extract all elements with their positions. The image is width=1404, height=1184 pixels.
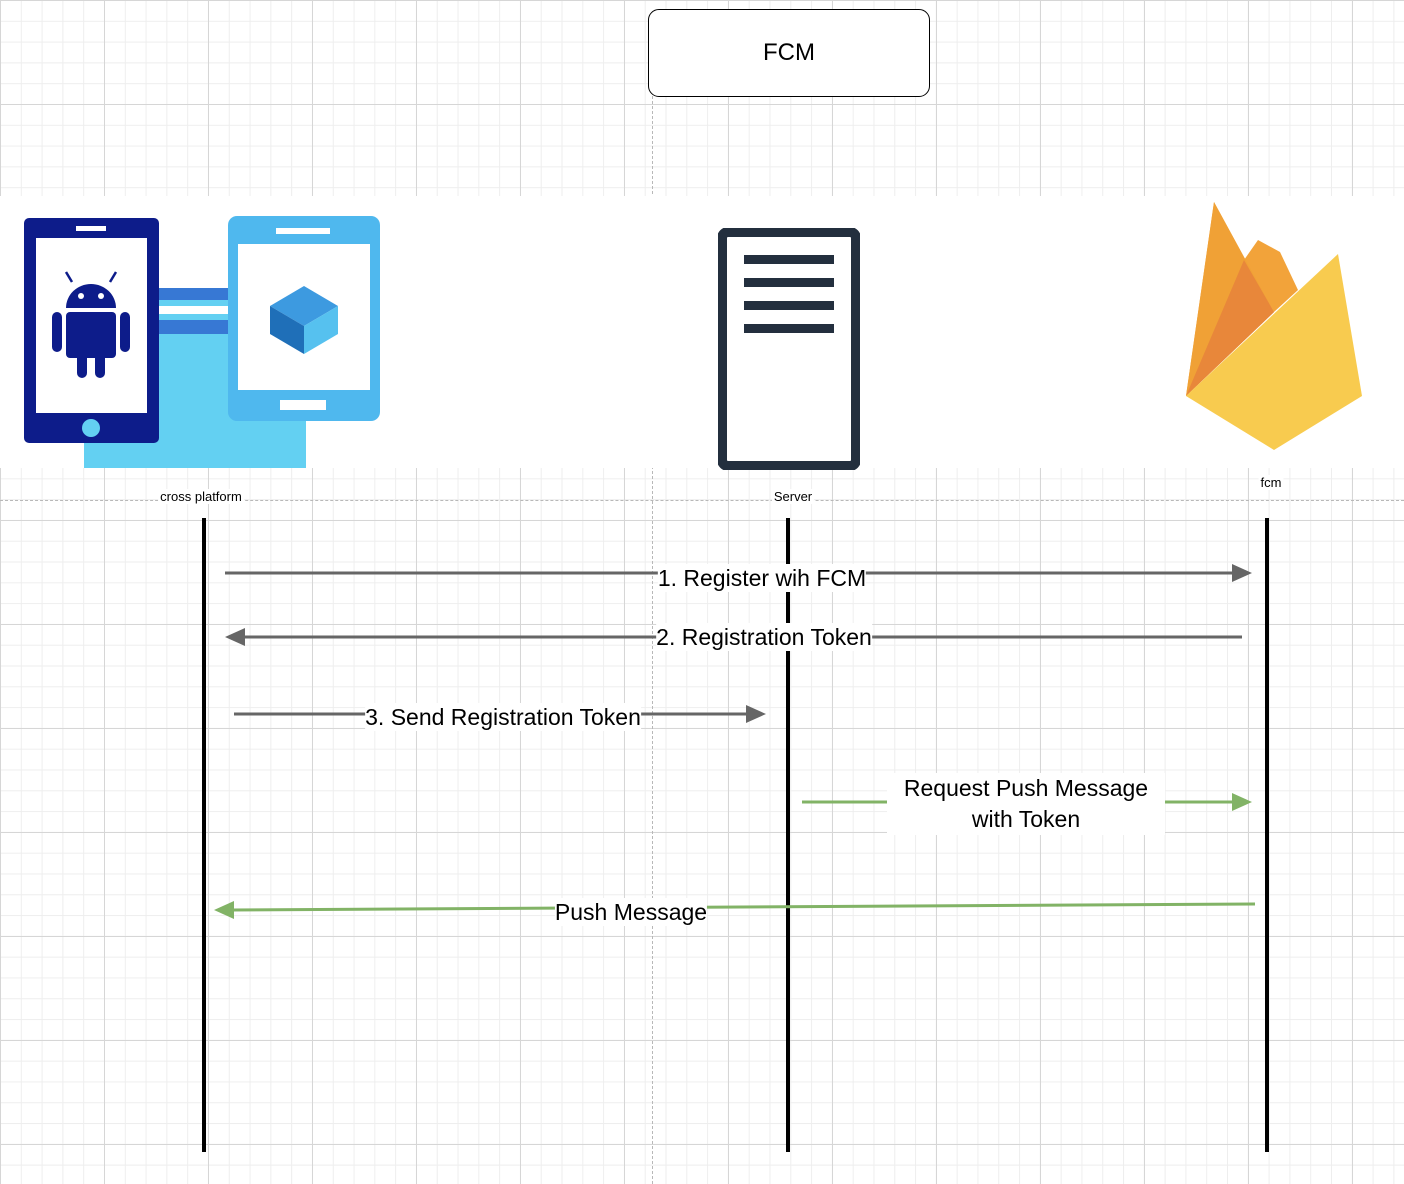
message-label-4-line-1: Request Push Message (903, 775, 1149, 801)
message-label-5: Push Message (554, 898, 708, 926)
lifeline-client (202, 518, 206, 1152)
server-icon[interactable] (718, 228, 860, 470)
arrowhead-2 (225, 628, 245, 646)
message-label-4-line-2: with Token (971, 806, 1081, 832)
lifeline-fcm (1265, 518, 1269, 1152)
message-label-1: 1. Register wih FCM (657, 564, 867, 592)
tablet-icon (228, 216, 380, 421)
arrowhead-5 (214, 901, 234, 919)
participant-label-client: cross platform (158, 489, 244, 504)
horizontal-guide-line (0, 500, 1404, 501)
diagram-title: FCM (763, 39, 815, 66)
android-phone-icon (24, 218, 159, 443)
lifeline-server (786, 518, 790, 1152)
message-label-2: 2. Registration Token (656, 623, 872, 651)
diagram-title-box[interactable]: FCM (648, 9, 930, 97)
cross-platform-icon[interactable] (22, 214, 384, 472)
firebase-icon[interactable] (1182, 200, 1366, 454)
participant-label-fcm: fcm (1258, 475, 1284, 490)
arrowhead-1 (1232, 564, 1252, 582)
message-label-3: 3. Send Registration Token (365, 703, 641, 731)
arrowhead-3 (746, 705, 766, 723)
arrowhead-4 (1232, 793, 1252, 811)
message-label-4: Request Push Message with Token (887, 773, 1165, 835)
android-robot-icon (52, 271, 130, 378)
message-arrow-5[interactable] (231, 902, 1256, 912)
participant-label-server: Server (771, 489, 815, 504)
vertical-guide-line (652, 96, 653, 1184)
